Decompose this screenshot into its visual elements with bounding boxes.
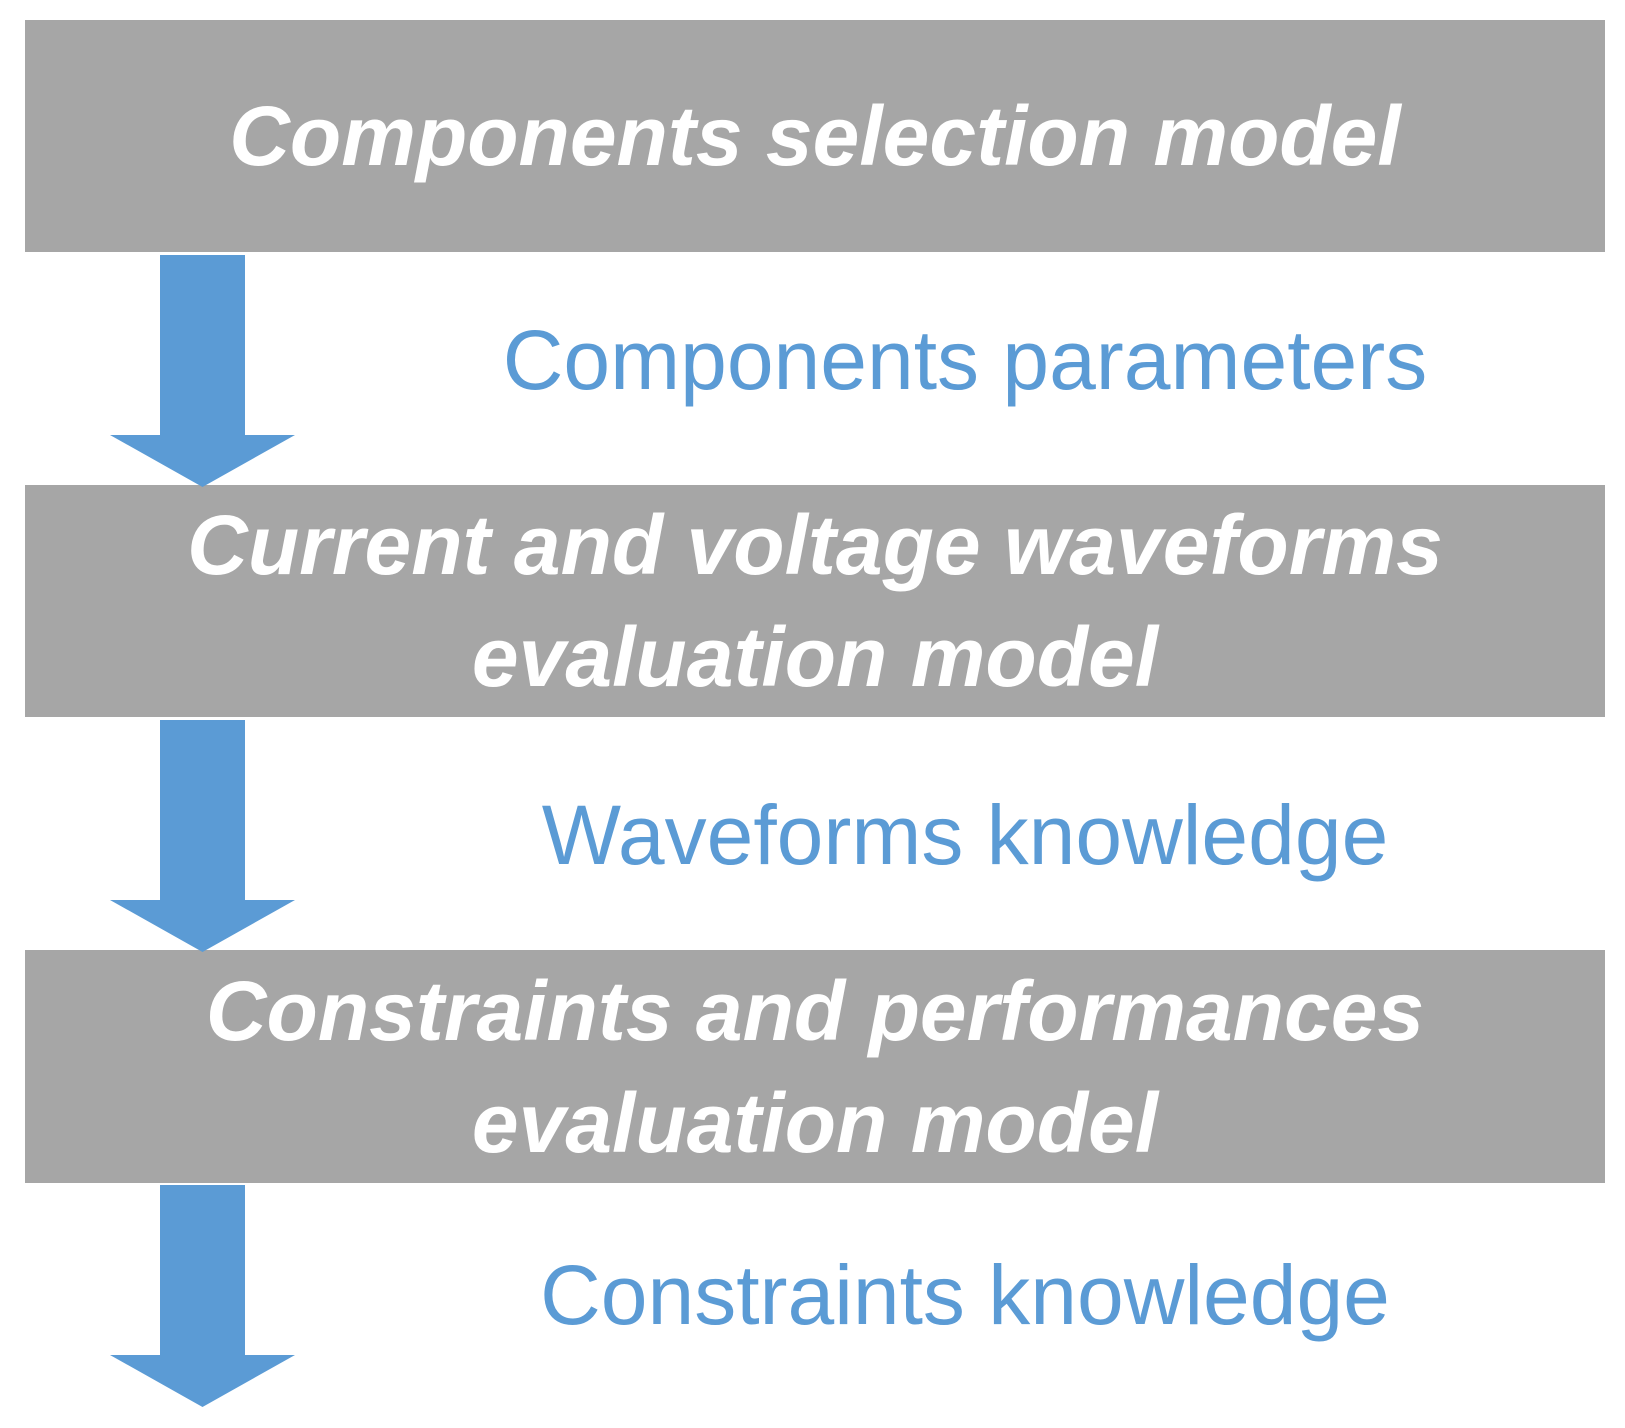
down-arrow-icon — [110, 1185, 295, 1407]
step-box-text: Constraints and performances — [205, 963, 1425, 1058]
flow-label-components-parameters: Components parameters — [502, 313, 1428, 407]
step-box-constraints-evaluation: Constraints and performances evaluation … — [25, 950, 1605, 1183]
step-box-text: Components selection model — [229, 89, 1401, 183]
flow-label-waveforms-knowledge: Waveforms knowledge — [541, 788, 1389, 882]
flow-label-constraints-knowledge: Constraints knowledge — [540, 1248, 1390, 1342]
down-arrow-icon — [110, 255, 295, 487]
step-box-text: evaluation model — [471, 610, 1159, 704]
step-box-text: evaluation model — [471, 1075, 1159, 1170]
down-arrow-icon — [110, 720, 295, 952]
step-box-components-selection: Components selection model — [25, 20, 1605, 252]
step-box-text: Current and voltage waveforms — [187, 498, 1443, 592]
step-box-waveforms-evaluation: Current and voltage waveforms evaluation… — [25, 485, 1605, 717]
